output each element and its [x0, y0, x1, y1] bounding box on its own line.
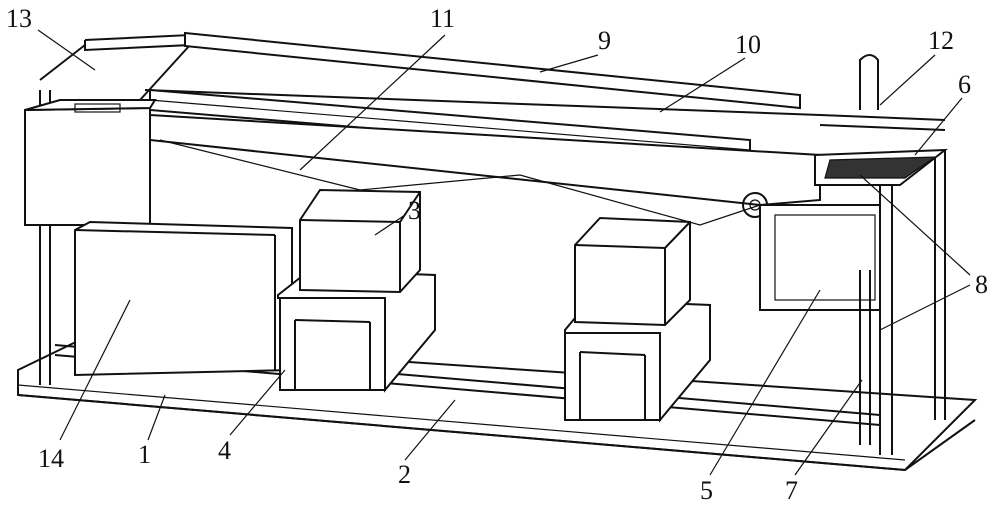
label-12: 12	[928, 28, 954, 54]
label-2: 2	[398, 462, 411, 488]
label-3: 3	[408, 198, 421, 224]
label-11: 11	[430, 6, 455, 32]
label-1: 1	[138, 442, 151, 468]
label-6: 6	[958, 72, 971, 98]
label-14: 14	[38, 446, 64, 472]
label-5: 5	[700, 478, 713, 504]
label-13: 13	[6, 6, 32, 32]
label-7: 7	[785, 478, 798, 504]
label-10: 10	[735, 32, 761, 58]
cabinet	[75, 222, 292, 375]
label-4: 4	[218, 438, 231, 464]
label-9: 9	[598, 28, 611, 54]
control-box	[25, 100, 155, 225]
label-8: 8	[975, 272, 988, 298]
